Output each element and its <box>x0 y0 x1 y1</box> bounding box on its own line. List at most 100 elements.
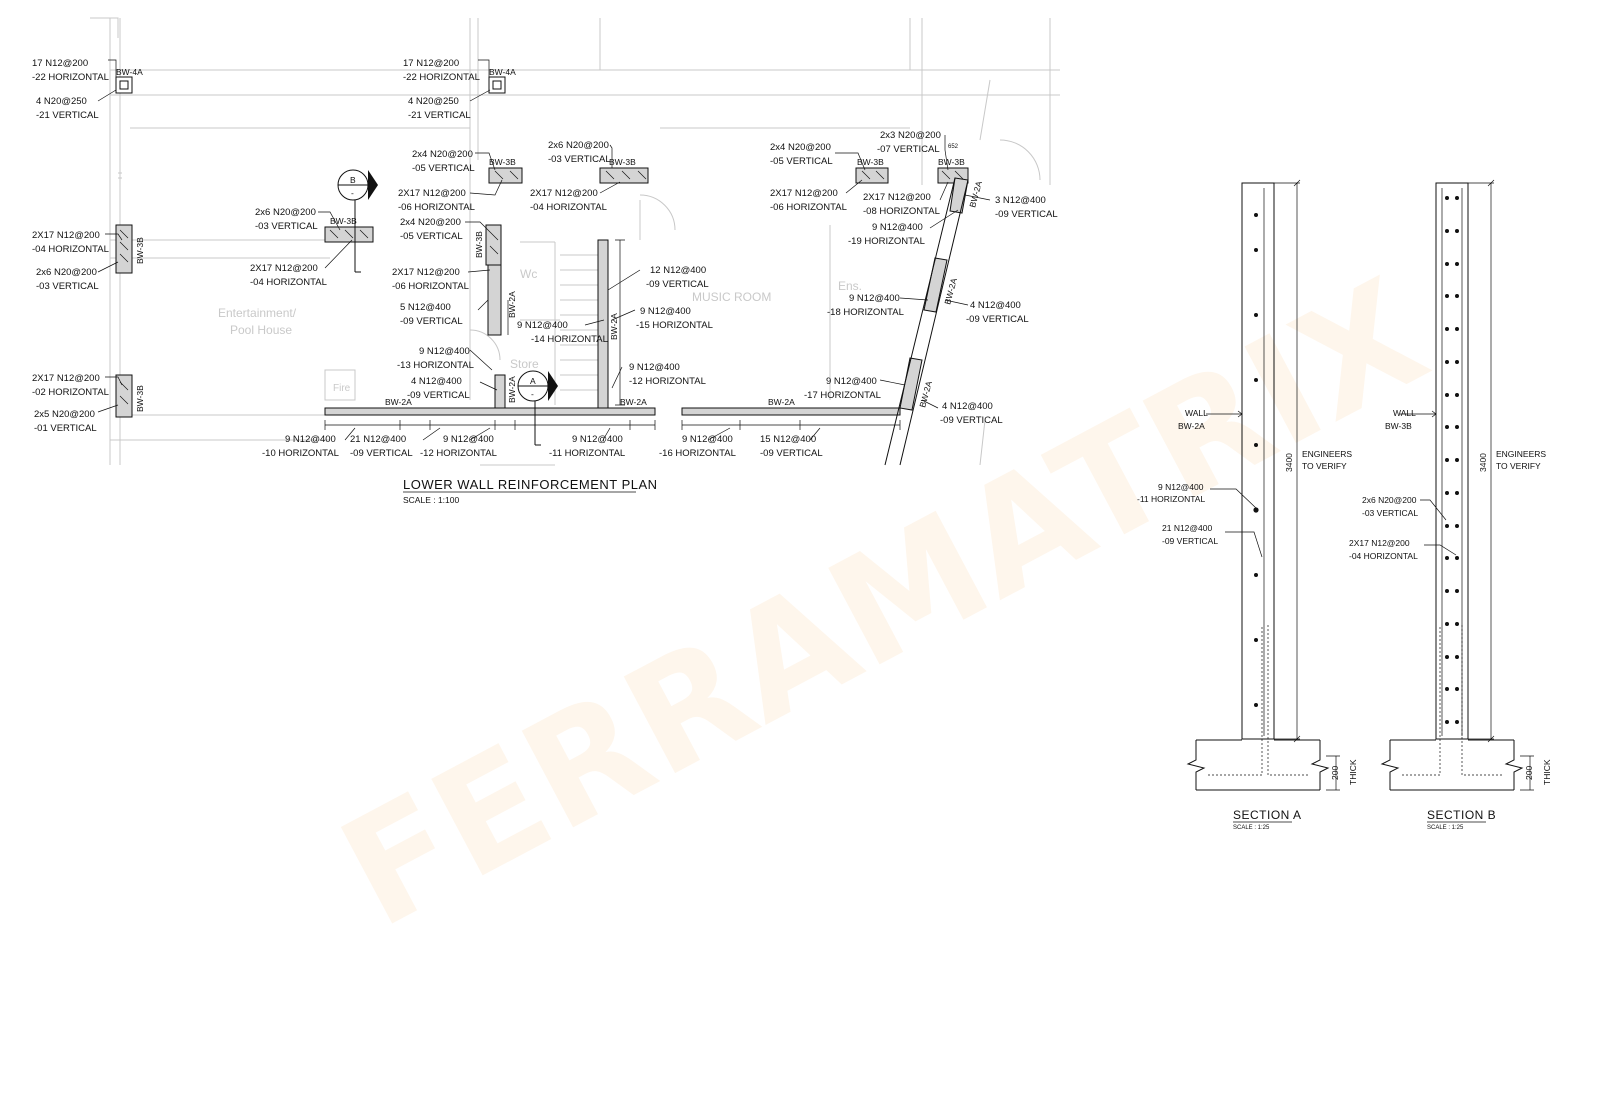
rebar-note: 2x4 N20@200 <box>400 217 461 228</box>
rebar-note: -05 VERTICAL <box>400 231 463 242</box>
rebar-note: 15 N12@400 <box>760 434 816 445</box>
plan-scale: SCALE : 1:100 <box>403 495 460 505</box>
section-marker-b-letter: B <box>350 175 356 185</box>
section-b-wall-id: BW-3B <box>1385 421 1412 431</box>
section-b-thick: 200 <box>1524 766 1534 780</box>
section-a-note: -11 HORIZONTAL <box>1137 494 1205 504</box>
rebar-note: -09 VERTICAL <box>350 448 413 459</box>
rebar-note: 9 N12@400 <box>640 306 691 317</box>
rebar-note: -09 VERTICAL <box>646 279 709 290</box>
room-label-fire: Fire <box>333 383 351 394</box>
rebar-note: -06 HORIZONTAL <box>770 202 847 213</box>
section-b-scale: SCALE : 1:25 <box>1427 825 1464 831</box>
section-b-note: -04 HORIZONTAL <box>1349 551 1418 561</box>
rebar-note: -04 HORIZONTAL <box>250 277 327 288</box>
rebar-note: -18 HORIZONTAL <box>827 307 904 318</box>
rebar-note: 2X17 N12@200 <box>530 188 598 199</box>
section-a-thick-label: THICK <box>1348 759 1358 785</box>
rebar-note: 2X17 N12@200 <box>398 188 466 199</box>
rebar-dot <box>1455 327 1459 331</box>
rebar-note: 2X17 N12@200 <box>32 373 100 384</box>
rebar-note: -22 HORIZONTAL <box>403 72 480 83</box>
rebar-note: -09 VERTICAL <box>966 314 1029 325</box>
section-b-note: 2x6 N20@200 <box>1362 495 1417 505</box>
rebar-dot <box>1455 524 1459 528</box>
rebar-dot <box>1455 196 1459 200</box>
rebar-note: -06 HORIZONTAL <box>398 202 475 213</box>
section-a-thick: 200 <box>1330 766 1340 780</box>
rebar-note: -12 HORIZONTAL <box>420 448 497 459</box>
section-b-note: -03 VERTICAL <box>1362 508 1418 518</box>
rebar-note: 12 N12@400 <box>650 265 706 276</box>
rebar-dot <box>1455 720 1459 724</box>
wall-tag: BW-2A <box>507 291 517 318</box>
section-b-height: 3400 <box>1478 453 1488 472</box>
section-marker-b-dash: - <box>351 188 354 198</box>
rebar-note: 2X17 N12@200 <box>863 192 931 203</box>
section-b-note: 2X17 N12@200 <box>1349 538 1410 548</box>
wall-tag: BW-3B <box>330 216 357 226</box>
section-marker-a: A - <box>517 370 558 446</box>
rebar-note: -09 VERTICAL <box>995 209 1058 220</box>
rebar-note: 2X17 N12@200 <box>250 263 318 274</box>
wall-tag: BW-3B <box>489 157 516 167</box>
rebar-note: 17 N12@200 <box>32 58 88 69</box>
rebar-note: -12 HORIZONTAL <box>629 376 706 387</box>
section-a-wall-label: WALL <box>1185 408 1208 418</box>
rebar-note: 2X17 N12@200 <box>32 230 100 241</box>
rebar-dot <box>1455 687 1459 691</box>
wall-tag: BW-2A <box>609 313 619 340</box>
rebar-dot <box>1445 458 1449 462</box>
rebar-dot <box>1445 393 1449 397</box>
wall-tag: BW-3B <box>135 237 145 264</box>
room-label-entertainment: Entertainment/ <box>218 306 297 320</box>
rebar-note: 4 N12@400 <box>970 300 1021 311</box>
rebar-dot <box>1455 393 1459 397</box>
section-marker-a-letter: A <box>530 376 536 386</box>
rebar-note: 2x3 N20@200 <box>880 130 941 141</box>
rebar-dot <box>1445 360 1449 364</box>
room-label-ens: Ens. <box>838 279 862 293</box>
rebar-dot <box>1455 425 1459 429</box>
plan-background <box>90 17 1060 466</box>
rebar-note: 2x5 N20@200 <box>34 409 95 420</box>
section-a-note: -09 VERTICAL <box>1162 536 1218 546</box>
rebar-dot <box>1455 294 1459 298</box>
rebar-note: 9 N12@400 <box>849 293 900 304</box>
rebar-note: -11 HORIZONTAL <box>549 448 625 459</box>
watermark: FERRAMATRIX <box>315 247 1452 962</box>
rebar-note: -22 HORIZONTAL <box>32 72 109 83</box>
section-a-note: 21 N12@400 <box>1162 523 1212 533</box>
rebar-dot <box>1445 687 1449 691</box>
rebar-dot <box>1445 491 1449 495</box>
rebar-note: -06 HORIZONTAL <box>392 281 469 292</box>
rebar-dot <box>1455 360 1459 364</box>
rebar-note: -14 HORIZONTAL <box>531 334 608 345</box>
rebar-note: 2x6 N20@200 <box>548 140 609 151</box>
rebar-note: -04 HORIZONTAL <box>530 202 607 213</box>
rebar-note: 4 N20@250 <box>408 96 459 107</box>
rebar-note: 9 N12@400 <box>872 222 923 233</box>
rebar-dot <box>1445 720 1449 724</box>
rebar-note: -07 VERTICAL <box>877 144 940 155</box>
rebar-note: -21 VERTICAL <box>408 110 471 121</box>
section-a: WALL BW-2A 3400 ENGINEERS TO VERIFY 9 N1… <box>1137 179 1358 831</box>
section-marker-b: B - <box>337 169 378 273</box>
rebar-note: 2x4 N20@200 <box>412 149 473 160</box>
rebar-dot <box>1445 196 1449 200</box>
plan-title: LOWER WALL REINFORCEMENT PLAN <box>403 477 658 492</box>
section-marker-a-dash: - <box>531 389 534 399</box>
section-b-verify-2: TO VERIFY <box>1496 461 1541 471</box>
rebar-dot <box>1455 556 1459 560</box>
wall-tag: BW-3B <box>135 385 145 412</box>
section-a-note: 9 N12@400 <box>1158 482 1204 492</box>
room-label-wc: Wc <box>520 267 537 281</box>
rebar-note: 2X17 N12@200 <box>392 267 460 278</box>
rebar-dot <box>1445 294 1449 298</box>
rebar-dot <box>1445 524 1449 528</box>
section-b-thick-label: THICK <box>1542 759 1552 785</box>
wall-tag: BW-2A <box>385 397 412 407</box>
rebar-note: -21 VERTICAL <box>36 110 99 121</box>
section-b-bars <box>1445 196 1459 724</box>
